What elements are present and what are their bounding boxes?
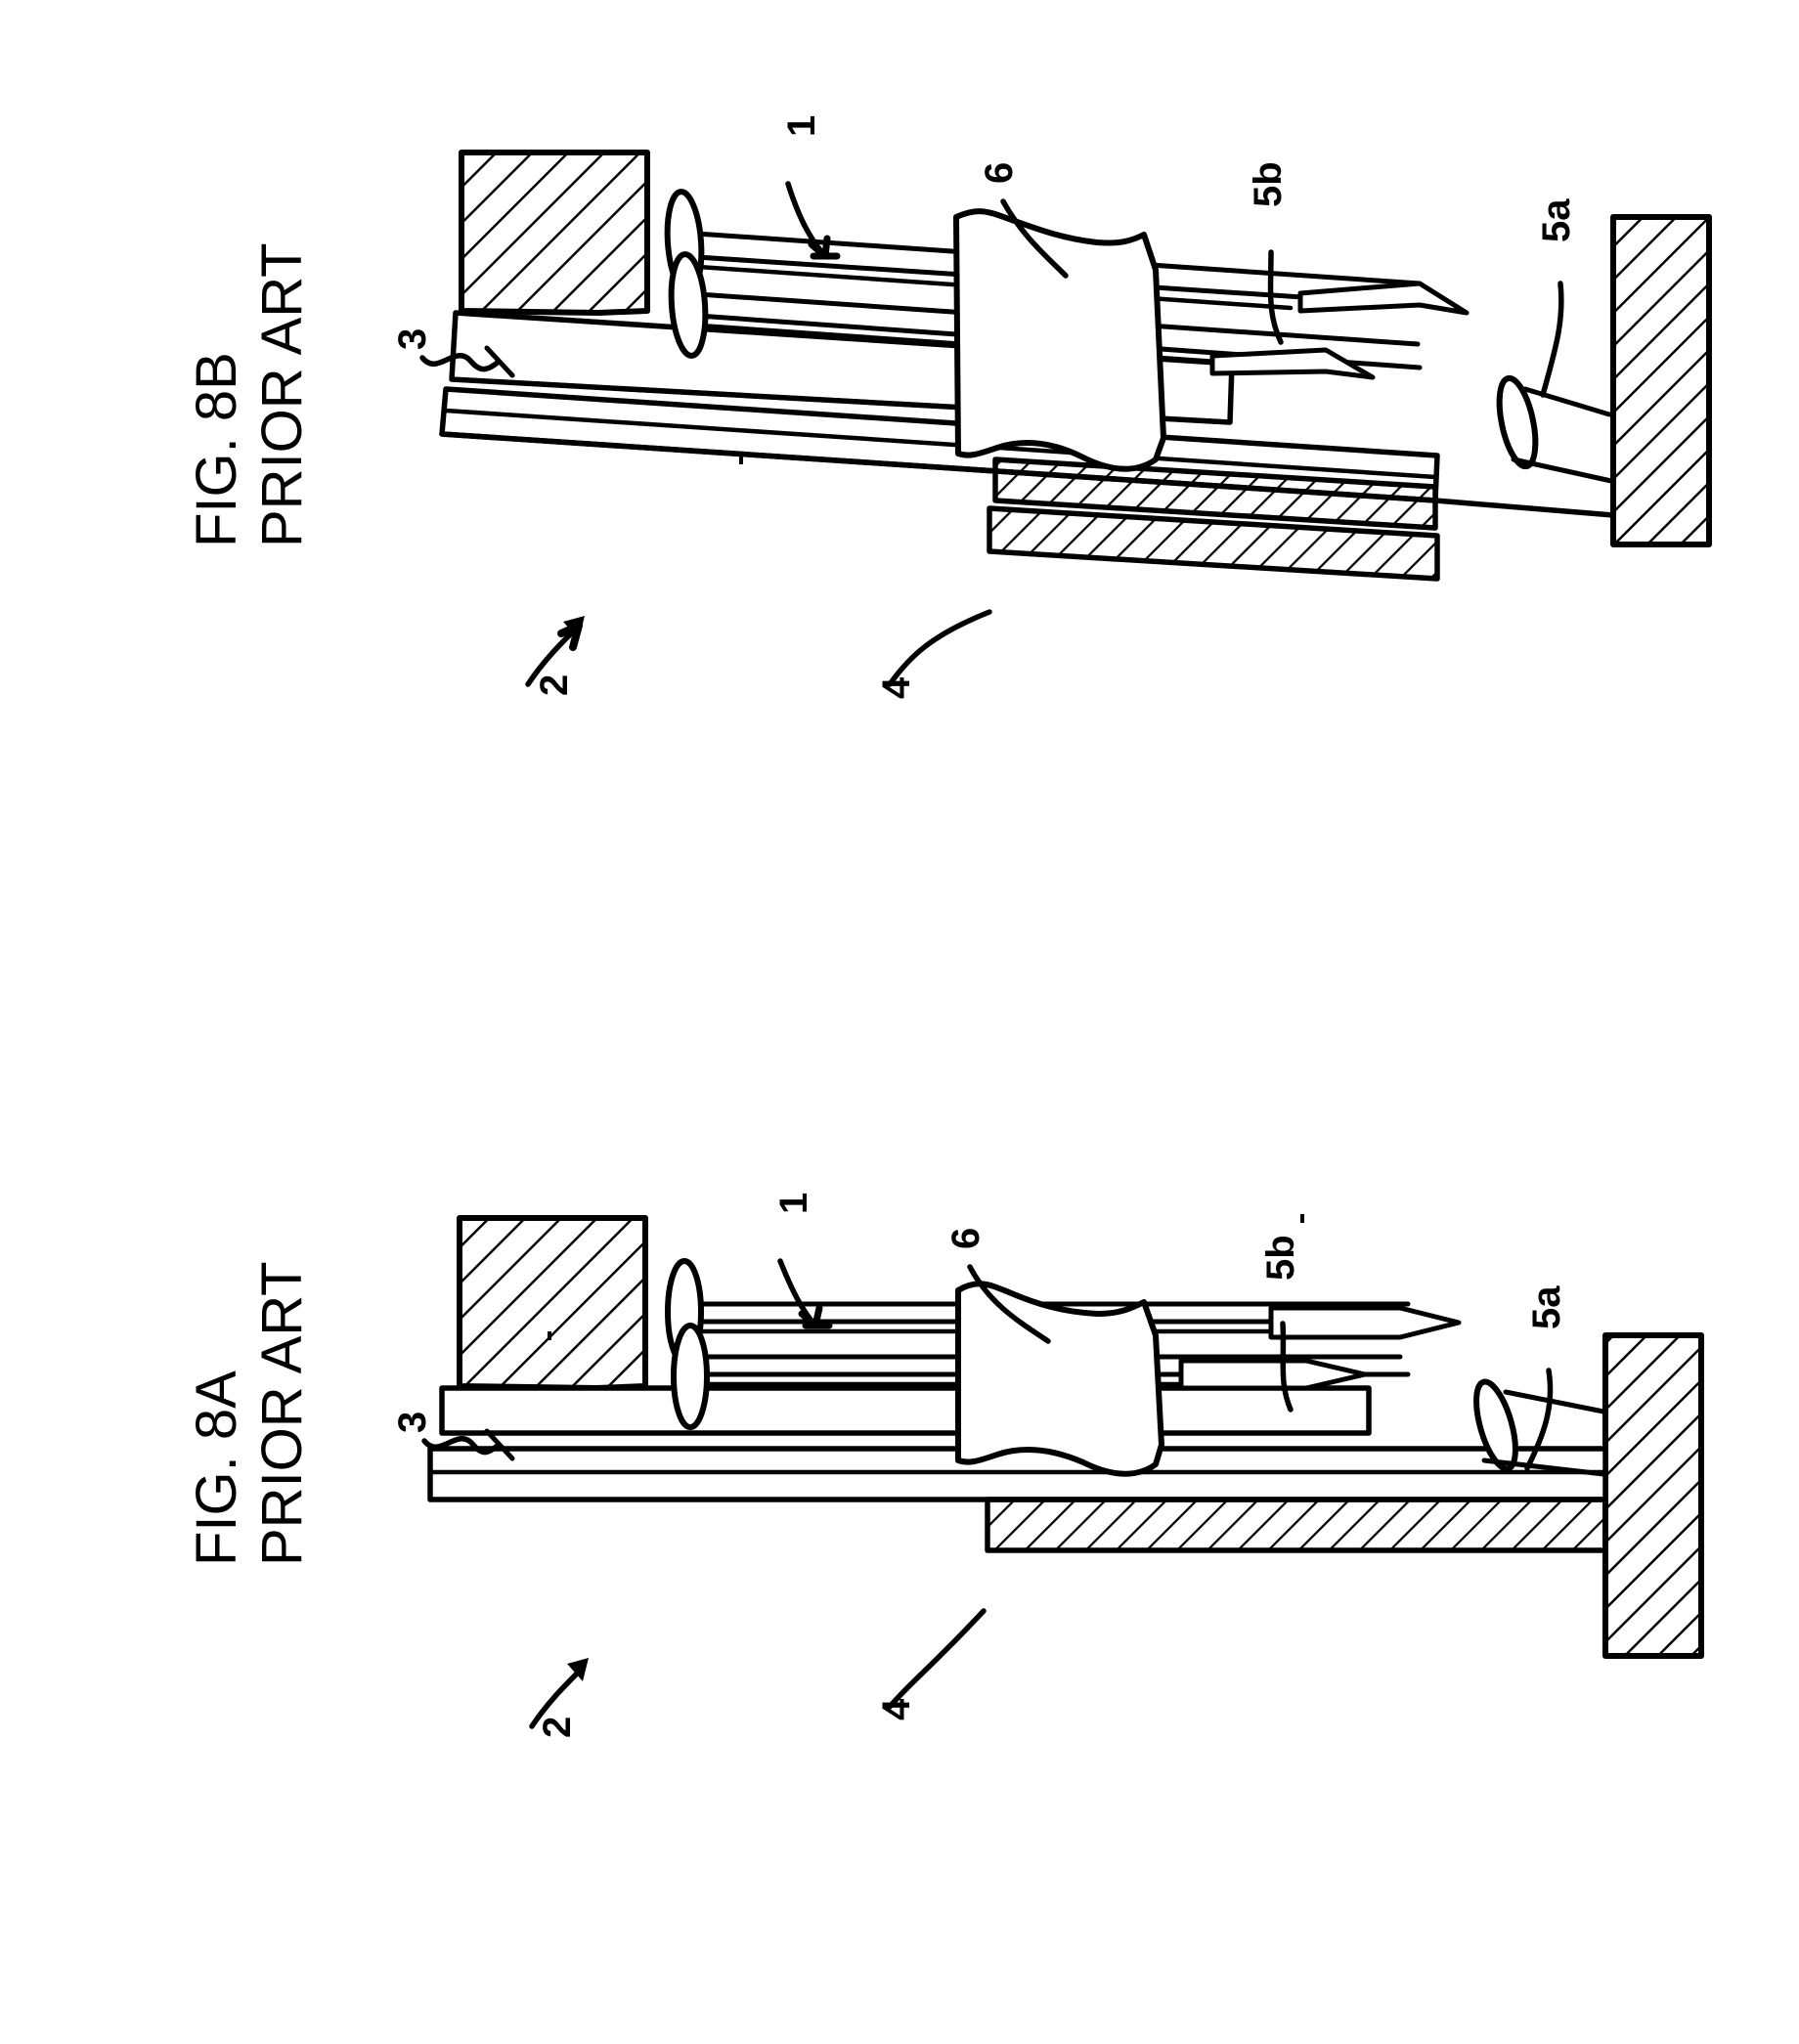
ref-label-4-8a: 4: [875, 1698, 918, 1720]
pin-tip-lower-8b: [1209, 347, 1376, 380]
ref-label-6-8a: 6: [944, 1227, 987, 1249]
end-wall-8b: [1610, 214, 1712, 547]
base-plate-8a: [427, 1446, 1608, 1502]
figure-8a-caption-line1: FIG. 8A: [185, 1370, 248, 1566]
ref-label-5b-8b: 5b: [1247, 161, 1290, 207]
figure-8b-drawing: [439, 150, 1712, 582]
workpiece-sheet-6-8b: [953, 208, 1166, 472]
figure-8b-caption-line1: FIG. 8B: [185, 352, 248, 547]
collar-5a-8b: [1496, 374, 1539, 470]
stray-mark-2-8a: [1300, 1214, 1304, 1223]
stray-mark-8b: [739, 456, 743, 464]
figure-8b-caption: FIG. 8B PRIOR ART: [184, 242, 315, 547]
pin-tip-upper-8b: [1297, 281, 1470, 316]
ref-label-3-8a: 3: [391, 1411, 434, 1433]
ref-label-3-8b: 3: [391, 327, 434, 350]
collar-lower-8a: [671, 1323, 710, 1430]
workpiece-sheet-6-8a: [955, 1281, 1164, 1477]
clamp-block-8a: [457, 1215, 648, 1391]
guide-plate-8a: [439, 1385, 1372, 1436]
stray-mark-8a: [548, 1331, 551, 1340]
pin-tip-upper-8a: [1268, 1305, 1462, 1340]
figure-8a-caption: FIG. 8A PRIOR ART: [184, 1261, 315, 1566]
ref-label-2-8b: 2: [533, 674, 576, 696]
figure-8a-caption-line2: PRIOR ART: [250, 1261, 314, 1566]
ref-label-5a-8b: 5a: [1535, 198, 1578, 243]
figure-8b: FIG. 8B PRIOR ART 1 6 5b 5a 3 2 4: [184, 114, 1712, 699]
end-wall-8a: [1602, 1332, 1704, 1659]
ref-label-2-8a: 2: [536, 1716, 579, 1738]
ref-label-4-8b: 4: [875, 676, 918, 699]
collar-5a-8a: [1473, 1378, 1518, 1472]
ref-label-1-8b: 1: [780, 114, 823, 137]
support-block-4-8a: [985, 1497, 1608, 1553]
collar-lower-8b: [668, 251, 709, 359]
ref-label-5b-8a: 5b: [1259, 1235, 1302, 1281]
pin-tip-lower-8a: [1178, 1358, 1368, 1391]
ref-label-5a-8a: 5a: [1525, 1285, 1568, 1330]
ref-label-1-8a: 1: [772, 1192, 815, 1214]
figure-8b-caption-line2: PRIOR ART: [250, 242, 314, 547]
figure-8a-drawing: [427, 1215, 1704, 1659]
figure-8a: FIG. 8A PRIOR ART 1 6 5b 5a 3 2 4: [0, 1022, 1799, 2044]
ref-label-6-8b: 6: [978, 161, 1021, 184]
support-block-4-8b: [987, 457, 1440, 582]
clamp-block-8b: [459, 150, 650, 316]
